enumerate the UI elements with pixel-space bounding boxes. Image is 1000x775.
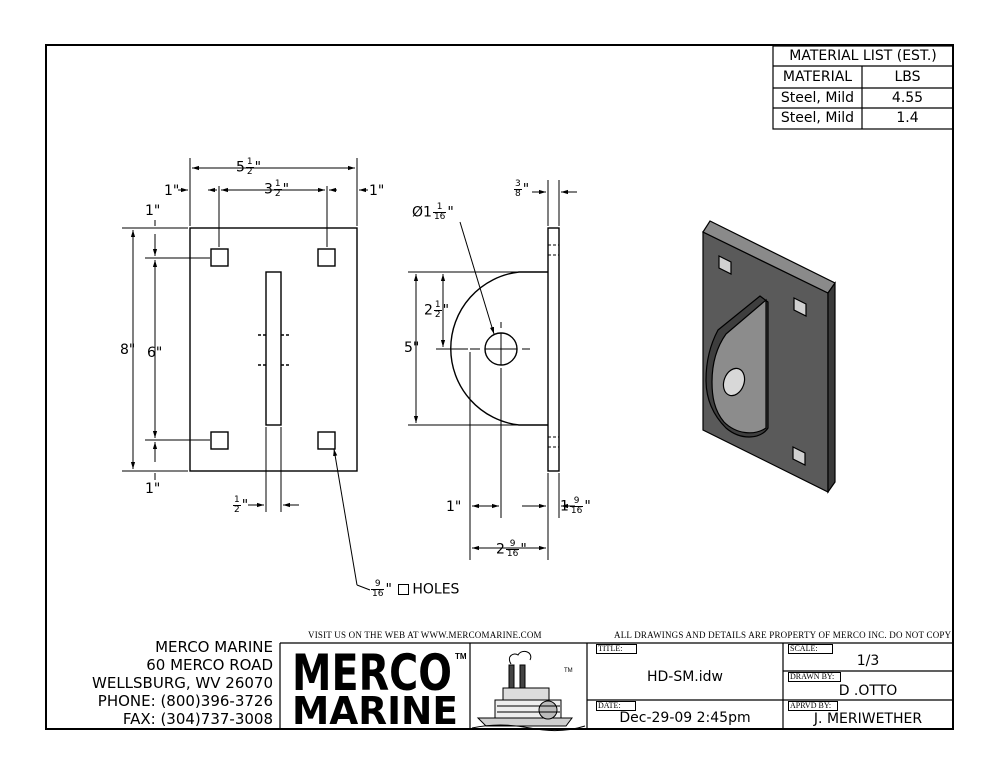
lbs-cell: 1.4: [896, 110, 919, 126]
title-label: TITLE:: [596, 644, 638, 654]
dim-lug-height: 5": [404, 340, 420, 356]
sheet-border: [45, 44, 954, 730]
square-hole: [317, 431, 336, 450]
square-symbol-icon: [398, 584, 410, 595]
property-notice: ALL DRAWINGS AND DETAILS ARE PROPERTY OF…: [614, 630, 952, 640]
square-hole: [210, 431, 229, 450]
dim-edge-left: 1": [164, 183, 180, 199]
company-name: MERCO MARINE: [155, 638, 273, 656]
iso-hole: [793, 297, 807, 317]
dim-hole-spacing-y: 6": [147, 345, 163, 361]
drawing-date: Dec-29-09 2:45pm: [619, 710, 751, 726]
side-dimensions: [408, 180, 577, 560]
dim-edge-top: 1": [145, 203, 161, 219]
dim-overall-height: 8": [120, 342, 136, 358]
iso-plate-side: [827, 281, 836, 494]
svg-text:TM: TM: [455, 652, 467, 661]
front-view: [189, 227, 358, 472]
iso-hole: [718, 255, 732, 275]
square-hole: [317, 248, 336, 267]
lbs-cell: 4.55: [891, 90, 924, 106]
square-hole: [210, 248, 229, 267]
material-cell: Steel, Mild: [780, 110, 855, 126]
dim-edge-bottom: 1": [145, 481, 161, 497]
lug-slot: [265, 271, 282, 426]
side-plate: [547, 227, 560, 472]
date-label: DATE:: [596, 701, 636, 711]
website-notice: VISIT US ON THE WEB AT WWW.MERCOMARINE.C…: [308, 630, 542, 640]
merco-marine-logo: MERCO MARINE TM: [289, 644, 467, 733]
steamboat-icon: TM: [471, 650, 586, 732]
svg-text:MARINE: MARINE: [292, 689, 458, 733]
dim-edge-right: 1": [369, 183, 385, 199]
iso-hole: [792, 446, 806, 466]
company-city: WELLSBURG, WV 26070: [92, 674, 273, 692]
dim-lug-offset: 1": [446, 499, 462, 515]
material-header: MATERIAL: [782, 69, 853, 85]
front-dimensions: [122, 158, 371, 591]
company-street: 60 MERCO ROAD: [146, 656, 273, 674]
drawn-by-label: DRAWN BY:: [788, 672, 842, 682]
plate-outline: [189, 227, 358, 472]
iso-pin-hole: [722, 367, 746, 397]
drawn-by: D .OTTO: [838, 683, 898, 699]
scale-label: SCALE:: [788, 644, 833, 654]
company-fax: FAX: (304)737-3008: [122, 710, 273, 728]
svg-text:TM: TM: [564, 668, 573, 674]
material-list-table: [772, 45, 954, 130]
drawing-title: HD-SM.idw: [646, 669, 723, 685]
material-list-title: MATERIAL LIST (EST.): [789, 48, 937, 64]
approved-by-label: APRVD BY:: [788, 701, 839, 711]
iso-lug-face: [711, 298, 767, 434]
isometric-view: [702, 220, 836, 494]
approved-by: J. MERIWETHER: [813, 711, 923, 727]
company-phone: PHONE: (800)396-3726: [97, 692, 273, 710]
svg-text:MERCO: MERCO: [292, 644, 452, 702]
drawing-scale: 1/3: [856, 653, 880, 669]
lbs-header: LBS: [894, 69, 921, 85]
material-cell: Steel, Mild: [780, 90, 855, 106]
title-block-lines: [279, 642, 953, 729]
